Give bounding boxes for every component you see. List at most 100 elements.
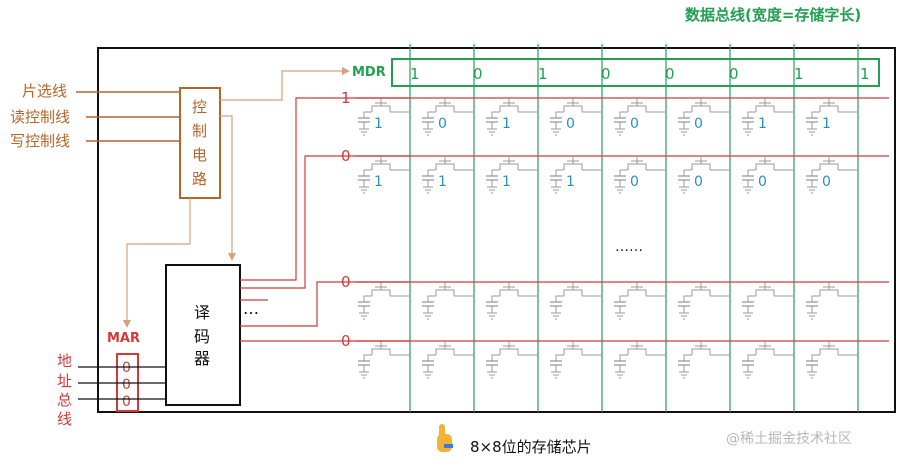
- mar-bit-3: 0: [122, 394, 131, 410]
- memory-cell: [486, 282, 538, 320]
- memory-cell: 0: [422, 98, 474, 136]
- memory-cell: 0: [678, 156, 730, 194]
- chip-select-signal: 片选线: [22, 82, 67, 100]
- memory-cell: 0: [614, 156, 666, 194]
- cell-bit-value: 0: [758, 174, 767, 190]
- memory-cell: [358, 282, 410, 320]
- memory-cell: 1: [358, 156, 410, 194]
- memory-cell: 0: [742, 156, 794, 194]
- pointing-hand-icon: [437, 424, 453, 452]
- memory-cell: 1: [742, 98, 794, 136]
- control-circuit-char-3: 电: [192, 146, 207, 164]
- control-circuit-char-1: 控: [192, 98, 207, 116]
- mdr-bit-1: 1: [410, 65, 420, 83]
- memory-cell: [550, 282, 602, 320]
- cell-bit-value: 1: [438, 174, 447, 190]
- memory-cells: 1 0 1 0 0 0 1 1 1 1 1 1 0 0 0 0: [358, 98, 858, 379]
- control-to-decoder-arrow: [228, 253, 236, 261]
- mar-bit-2: 0: [122, 377, 131, 393]
- memory-cell: 0: [614, 98, 666, 136]
- memory-cell: [614, 282, 666, 320]
- mdr-bit-8: 1: [860, 65, 870, 83]
- write-control-signal: 写控制线: [10, 132, 70, 150]
- read-control-signal: 读控制线: [10, 108, 70, 126]
- control-circuit-char-2: 制: [192, 122, 207, 140]
- memory-cell: [678, 282, 730, 320]
- memory-cell: 0: [550, 98, 602, 136]
- bit-lines: [409, 44, 859, 412]
- cell-bit-value: 1: [566, 174, 575, 190]
- cell-bit-value: 0: [630, 174, 639, 190]
- address-bus-char-4: 线: [57, 410, 72, 428]
- rows-ellipsis: ……: [615, 239, 643, 255]
- chip-boundary: [97, 47, 896, 413]
- mdr-bit-2: 0: [473, 65, 483, 83]
- control-to-decoder-line: [220, 115, 233, 253]
- watermark: @稀土掘金技术社区: [726, 431, 852, 447]
- memory-cell: 1: [486, 156, 538, 194]
- word-lines: 1 0 0 0: [341, 89, 889, 350]
- decoder-box: [165, 264, 241, 406]
- cell-bit-value: 0: [694, 116, 703, 132]
- decoder-output-row-1: [240, 97, 410, 281]
- cell-bit-value: 0: [694, 174, 703, 190]
- cell-bit-value: 0: [822, 174, 831, 190]
- decoder-char-2: 码: [194, 327, 210, 346]
- cell-bit-value: 0: [630, 116, 639, 132]
- address-bus-char-3: 总: [57, 391, 72, 409]
- cell-bit-value: 1: [502, 174, 511, 190]
- memory-cell: 1: [422, 156, 474, 194]
- control-to-mar-line: [126, 198, 191, 320]
- decoder-char-3: 器: [194, 349, 210, 368]
- memory-cell: 1: [358, 98, 410, 136]
- decoder-output-row-2: [240, 155, 410, 289]
- mdr-bit-6: 0: [729, 65, 739, 83]
- cell-bit-value: 0: [438, 116, 447, 132]
- memory-cell: [806, 341, 858, 379]
- cell-bit-value: 1: [758, 116, 767, 132]
- decoder-output-row-3: [240, 281, 410, 327]
- memory-cell: 1: [550, 156, 602, 194]
- memory-cell: [614, 341, 666, 379]
- memory-cell: [742, 341, 794, 379]
- mdr-bit-4: 0: [601, 65, 611, 83]
- memory-cell: 1: [486, 98, 538, 136]
- memory-cell: 1: [806, 98, 858, 136]
- mdr-label: MDR: [352, 65, 386, 80]
- memory-cell: [422, 341, 474, 379]
- mar-bit-1: 0: [122, 360, 131, 376]
- control-circuit-box: [179, 87, 221, 199]
- memory-cell: [742, 282, 794, 320]
- mar-label: MAR: [107, 331, 140, 346]
- control-to-mdr-line: [220, 70, 342, 101]
- cell-bit-value: 1: [502, 116, 511, 132]
- decoder-output-dots: …: [243, 299, 259, 318]
- memory-cell: 0: [678, 98, 730, 136]
- address-bus-char-1: 地: [57, 352, 72, 370]
- memory-cell: [678, 341, 730, 379]
- mdr-register: [391, 58, 880, 87]
- mdr-bit-7: 1: [794, 65, 804, 83]
- cell-bit-value: 0: [566, 116, 575, 132]
- memory-cell: [550, 341, 602, 379]
- cell-bit-value: 1: [374, 174, 383, 190]
- memory-cell: [422, 282, 474, 320]
- cell-bit-value: 1: [374, 116, 383, 132]
- cell-bit-value: 1: [822, 116, 831, 132]
- control-circuit-char-4: 路: [192, 170, 207, 188]
- data-bus-title: 数据总线(宽度=存储字长): [685, 6, 861, 24]
- decoder-char-1: 译: [194, 303, 210, 322]
- mdr-bit-5: 0: [665, 65, 675, 83]
- memory-cell: [806, 282, 858, 320]
- mdr-bit-3: 1: [538, 65, 548, 83]
- control-to-mar-arrow: [123, 320, 131, 328]
- address-bus-char-2: 址: [57, 372, 72, 390]
- diagram-caption: 8×8位的存储芯片: [470, 438, 592, 456]
- memory-cell: 0: [806, 156, 858, 194]
- memory-cell: [358, 341, 410, 379]
- mdr-bits: 1 0 1 0 0 0 1 1: [410, 65, 870, 83]
- memory-cell: [486, 341, 538, 379]
- control-signals: 片选线 读控制线 写控制线: [10, 82, 180, 150]
- control-to-mdr-arrow: [342, 67, 350, 75]
